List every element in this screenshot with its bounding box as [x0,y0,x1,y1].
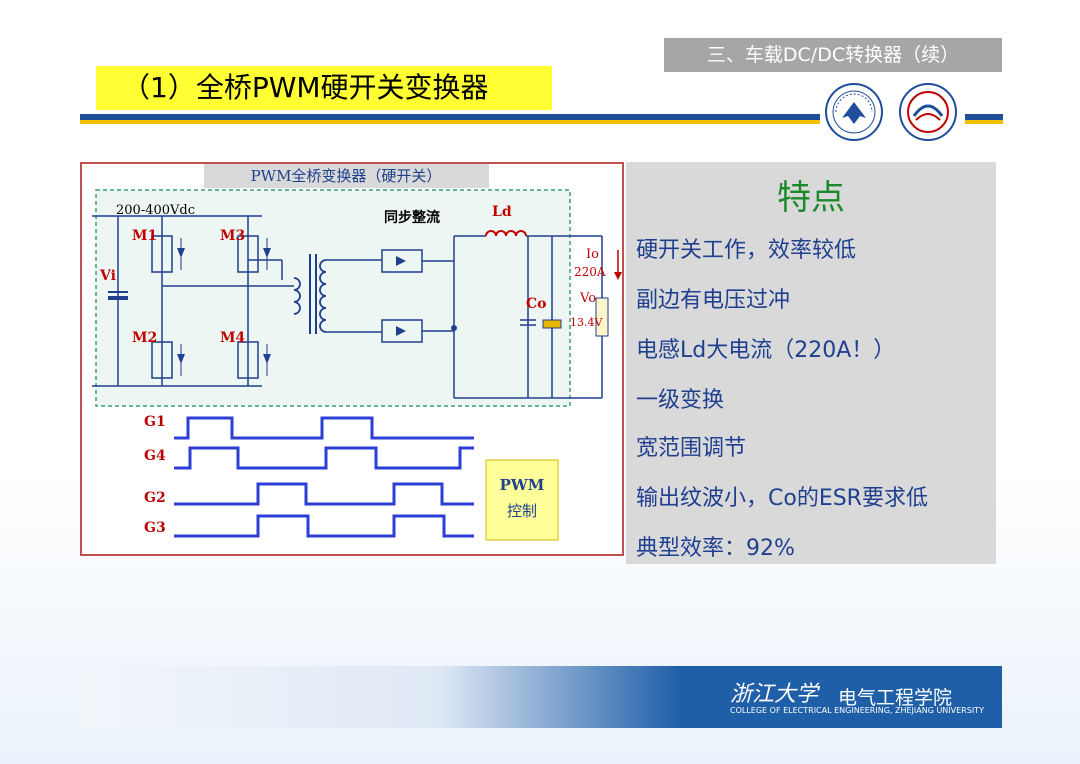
footer-college-en: COLLEGE OF ELECTRICAL ENGINEERING, ZHEJI… [730,706,984,715]
header-rule-yellow [80,120,820,124]
switch-label-m1: M1 [132,228,157,244]
college-emblem-icon [899,83,957,141]
circuit-diagram-panel: PWM全桥变换器（硬开关） 200-400Vdc Vi M1 M3 [80,162,624,556]
current-arrow-icon [614,272,622,280]
slide-title: （1）全桥PWM硬开关变换器 [96,66,552,110]
gate-label-g2: G2 [144,490,166,506]
header-rule-blue-right [965,114,1003,120]
feature-item: 硬开关工作，效率较低 [636,238,857,263]
waveform-g3 [174,514,474,538]
io-value: 220A [574,265,606,279]
feature-item: 典型效率：92% [636,536,795,561]
circuit-diagram: PWM全桥变换器（硬开关） 200-400Vdc Vi M1 M3 [92,164,622,541]
feature-item: 输出纹波小，Co的ESR要求低 [636,486,928,511]
waveform-g2 [174,482,474,506]
switch-label-m4: M4 [220,330,245,346]
pwm-control-box [485,459,559,541]
footer-university: 浙江大学 [730,682,819,707]
load-resistor [595,297,609,337]
inductor-label: Ld [492,204,512,220]
diagram-title-bg [204,164,489,188]
switch-label-m3: M3 [220,228,245,244]
footer-college: 电气工程学院 [838,687,953,709]
pwm-box-line1: PWM [500,476,545,494]
switch-m4 [237,341,271,379]
zju-emblem-icon [825,83,883,141]
feature-item: 宽范围调节 [636,436,747,461]
input-voltage-label: 200-400Vdc [116,203,195,218]
switch-m2 [151,341,185,379]
gate-label-g3: G3 [144,520,166,536]
header-rule-blue [80,114,820,120]
switch-m3 [237,235,271,273]
vo-value: 13.4V [570,316,603,329]
capacitor-label: Co [526,296,546,312]
gate-label-g4: G4 [144,448,166,464]
feature-item: 电感Ld大电流（220A！） [636,338,896,363]
io-label: Io [586,247,599,262]
output-capacitor-co [542,319,562,329]
switch-label-m2: M2 [132,330,157,346]
waveform-g1 [174,416,474,440]
inductor-ld [485,230,527,237]
sync-rect-label: 同步整流 [384,209,440,226]
waveform-g4 [174,446,474,470]
features-heading: 特点 [777,178,845,218]
converter-enclosure [95,189,571,407]
feature-item: 副边有电压过冲 [636,288,791,313]
features-panel: 特点 硬开关工作，效率较低 副边有电压过冲 电感Ld大电流（220A！） 一级变… [626,162,996,564]
feature-item: 一级变换 [636,388,725,413]
header-rule-yellow-right [965,120,1003,124]
switch-m1 [151,235,185,273]
pwm-box-line2: 控制 [507,502,537,520]
footer-gradient [80,666,680,728]
diagram-title: PWM全桥变换器（硬开关） [251,167,442,185]
gate-label-g1: G1 [144,414,166,430]
vo-label: Vo [579,291,596,306]
vi-label: Vi [99,268,116,284]
section-tag: 三、车载DC/DC转换器（续） [664,38,1002,72]
